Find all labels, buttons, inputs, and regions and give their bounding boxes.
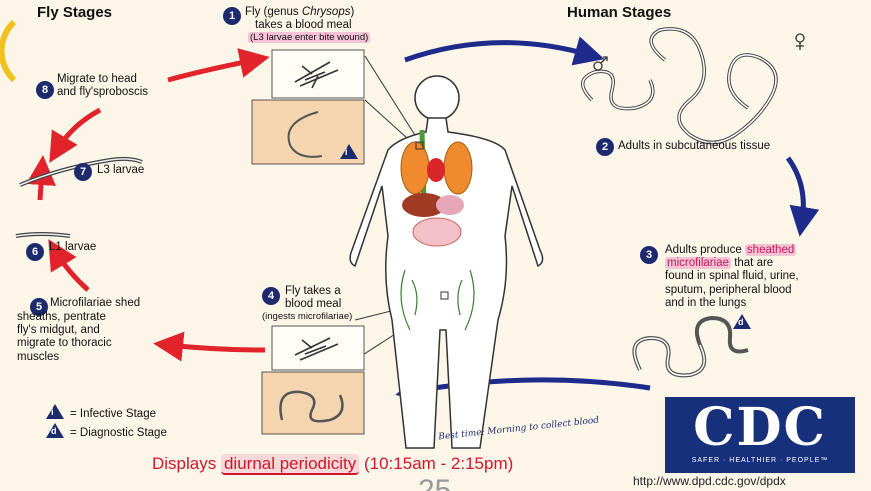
stage-1-title-pre: Fly (genus — [245, 6, 302, 18]
stage-5-badge: 5 — [30, 298, 48, 316]
fly-image-box-bottom — [271, 325, 365, 371]
human-stages-heading: Human Stages — [567, 4, 672, 21]
stage-7-label: L3 larvae — [97, 164, 145, 176]
stage-5-label: Microfilariae shed — [17, 297, 140, 310]
stage-3-line3: found in spinal fluid, urine, — [665, 270, 799, 283]
fly-icon-bottom — [294, 337, 339, 361]
l1-larva-inner — [15, 233, 71, 237]
stage-1-genus: Chrysops — [301, 6, 351, 18]
stage-4-line2: blood meal — [285, 298, 342, 311]
microfilariae-human-inner — [633, 337, 705, 377]
stage-1-line2: takes a blood meal — [255, 19, 352, 32]
legend-diagnostic-icon: d — [46, 423, 64, 438]
stage-5-line5: muscles — [17, 350, 60, 363]
cdc-tagline: SAFER · HEALTHIER · PEOPLE™ — [691, 457, 829, 464]
stomach — [436, 195, 464, 215]
caption-post: (10:15am - 2:15pm) — [359, 454, 514, 473]
liver — [402, 193, 446, 217]
human-stage-arrows — [395, 36, 820, 405]
lung-left — [400, 141, 430, 195]
stage-4-badge: 4 — [262, 287, 280, 305]
stage-8-label: Migrate to head and fly'sproboscis — [57, 73, 148, 99]
stage-3-badge: 3 — [640, 246, 658, 264]
stage-3-line5: and in the lungs — [665, 296, 747, 309]
microfilariae-human — [632, 315, 749, 378]
diagnostic-stage-marker: d — [733, 314, 751, 329]
infective-marker-letter: i — [345, 147, 348, 157]
stage-1-title-post: ) — [350, 6, 355, 18]
stage-3-pre: Adults produce — [665, 244, 745, 256]
stage-3-post: that are — [731, 257, 774, 270]
microfilaria-icon — [279, 390, 344, 423]
stage-5-label-rest: sheaths, pentrate fly's midgut, and migr… — [17, 311, 112, 364]
stage-4-line1: Fly takes a — [285, 285, 341, 297]
caption-highlight: diurnal periodicity — [220, 454, 360, 475]
lymphatics — [400, 269, 475, 331]
source-url[interactable]: http://www.dpd.cdc.gov/dpdx — [633, 474, 786, 488]
blood-meal-site-marker — [440, 291, 449, 300]
fly-stages-heading: Fly Stages — [37, 4, 113, 21]
stage-8-line1: Migrate to head — [57, 73, 137, 85]
fly-stage-arrows — [26, 48, 270, 362]
lung-right — [443, 141, 473, 195]
stage-2-label: Adults in subcutaneous tissue — [618, 140, 771, 152]
human-body — [349, 75, 544, 449]
stage-7-badge: 7 — [74, 163, 92, 181]
stage-6-label: L1 larvae — [49, 241, 97, 253]
diagnostic-marker-letter: d — [738, 317, 744, 327]
stage-3-line4: sputum, peripheral blood — [665, 283, 792, 296]
legend-diagnostic-letter: d — [51, 426, 57, 436]
page-number: 25 — [418, 474, 451, 491]
stage-4-label: Fly takes a blood meal — [285, 285, 341, 311]
periodicity-caption: Displays diurnal periodicity (10:15am - … — [152, 454, 514, 475]
legend-infective-icon: i — [46, 404, 64, 419]
stage-1-note: (L3 larvae enter bite wound) — [248, 32, 371, 44]
stage-2-badge: 2 — [596, 138, 614, 156]
stage-1-note-text: (L3 larvae enter bite wound) — [248, 32, 371, 43]
stage-3-highlight-microfilariae: microfilariae — [665, 257, 731, 270]
stage-8-badge: 8 — [36, 81, 54, 99]
stage-5-line1: Microfilariae shed — [50, 297, 141, 309]
cdc-logo-text: CDC — [693, 397, 827, 458]
legend-diagnostic-label: = Diagnostic Stage — [70, 427, 167, 439]
decor-arc — [0, 19, 17, 83]
stage-3-highlight-sheathed: sheathed — [744, 244, 797, 256]
stage-1-badge: 1 — [223, 7, 241, 25]
stage-4-note: (ingests microfilariae) — [262, 311, 353, 322]
legend-infective-letter: i — [51, 407, 54, 417]
stage-5-line3: fly's midgut, and — [17, 324, 100, 337]
fly-icon-top — [294, 61, 339, 89]
adult-worms-inner — [582, 28, 777, 144]
stage-6-badge: 6 — [26, 243, 44, 261]
bite-site-marker — [415, 141, 424, 150]
l3-larva-inner — [19, 158, 143, 186]
stage-5-line2: sheaths, pentrate — [17, 311, 106, 323]
legend-infective-label: = Infective Stage — [70, 408, 156, 420]
stage-8-line2: and fly'sproboscis — [57, 86, 149, 99]
stage-5-line4: migrate to thoracic — [17, 337, 112, 350]
larva-icon — [287, 111, 323, 158]
caption-pre: Displays — [152, 454, 221, 473]
sex-symbols — [593, 33, 805, 71]
microfilariae-image-box — [261, 371, 365, 435]
stage-3-label: Adults produce sheathed microfilariae th… — [665, 244, 865, 310]
heart — [427, 158, 445, 182]
intestines — [412, 217, 462, 247]
infective-stage-marker: i — [340, 144, 358, 159]
cdc-logo: CDC SAFER · HEALTHIER · PEOPLE™ — [665, 397, 855, 473]
stage-1-label: Fly (genus Chrysops) takes a blood meal — [245, 6, 354, 32]
